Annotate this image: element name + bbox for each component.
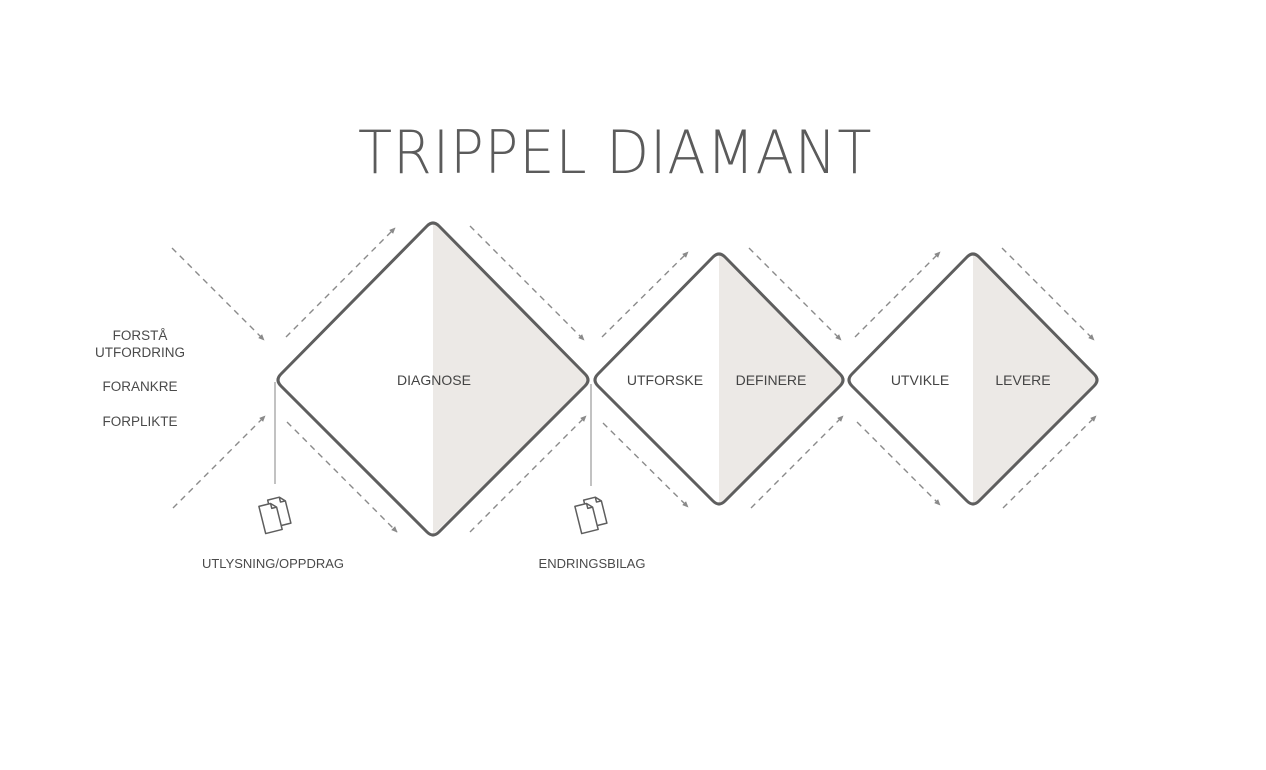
diamond-utforske-definere <box>593 252 845 506</box>
arrow-d2-down <box>602 422 689 508</box>
arrow-d1-down <box>286 421 398 533</box>
arrow-d1-converge-top <box>469 225 585 341</box>
label-forplikte: FORPLIKTE <box>102 414 178 429</box>
arrow-d2-up <box>601 251 689 338</box>
label-utforske: UTFORSKE <box>626 372 704 388</box>
diamond-utvikle-levere <box>847 252 1099 506</box>
label-diagnose: DIAGNOSE <box>397 372 471 388</box>
label-forankre: FORANKRE <box>102 379 178 394</box>
arrow-d1-converge-bottom <box>469 415 587 533</box>
label-forsta: FORSTÅ <box>112 328 168 343</box>
label-utfordring: UTFORDRING <box>95 345 185 360</box>
label-utlysning-oppdrag: UTLYSNING/OPPDRAG <box>201 556 345 571</box>
document-stack-icon <box>258 496 292 535</box>
diamond-diagnose <box>276 221 590 537</box>
diagram-title: TRIPPEL DIAMANT <box>358 118 873 188</box>
label-endringsbilag: ENDRINGSBILAG <box>538 556 646 571</box>
label-utvikle: UTVIKLE <box>890 372 950 388</box>
arrow-d3-down <box>856 421 941 506</box>
arrow-d1-up <box>285 227 396 338</box>
arrow-d3-up <box>854 251 941 338</box>
document-stack-icon <box>574 496 608 535</box>
label-definere: DEFINERE <box>735 372 807 388</box>
label-levere: LEVERE <box>995 372 1051 388</box>
dashed-arrows <box>171 225 1097 533</box>
